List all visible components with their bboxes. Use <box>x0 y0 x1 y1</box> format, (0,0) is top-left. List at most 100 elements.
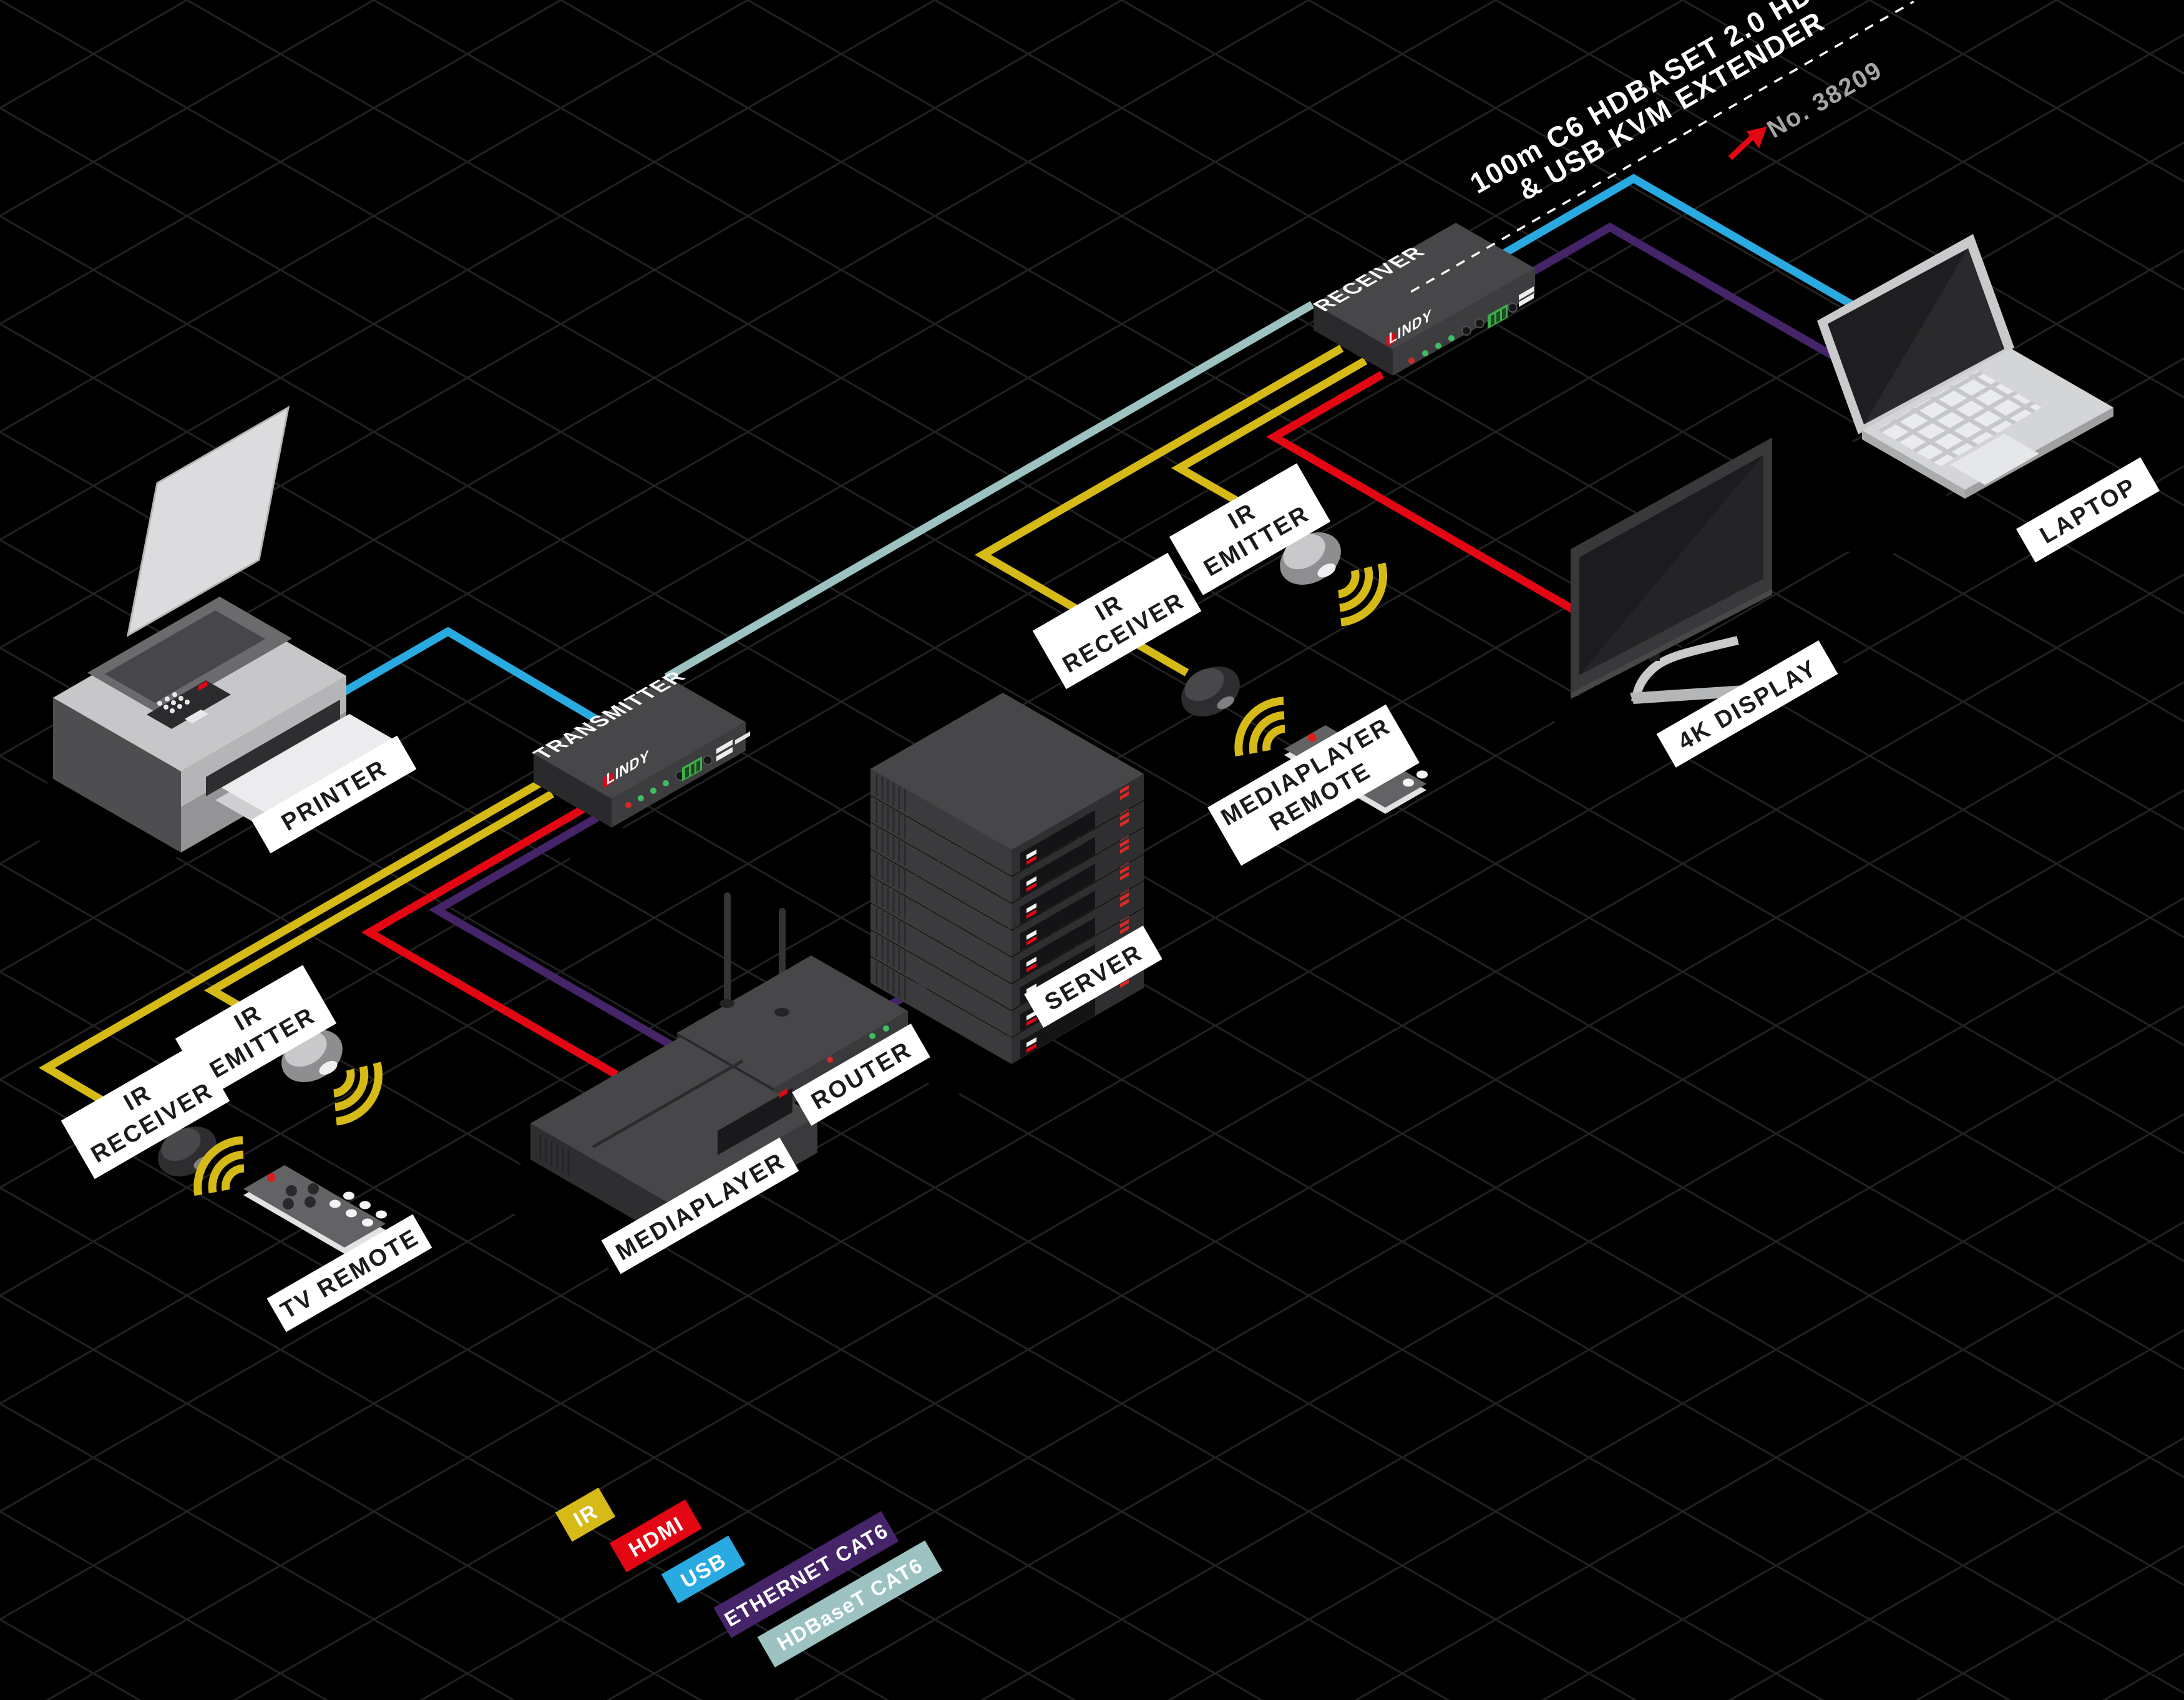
mediaplayer-front-panel <box>718 1088 792 1155</box>
flat-port <box>735 731 750 745</box>
usb-port <box>1519 293 1534 307</box>
grid-line <box>0 0 2059 1189</box>
jack-port <box>1508 303 1518 313</box>
grid-line <box>0 1402 515 1700</box>
ethernet-cable-router <box>428 814 680 1052</box>
grid-line <box>0 0 1872 1081</box>
led-green <box>1422 350 1428 356</box>
grid-line <box>0 1078 1076 1700</box>
grid-line <box>0 0 1498 865</box>
printer <box>53 406 399 852</box>
ir-emitter-mid-icon <box>1280 532 1341 585</box>
display-4k <box>1571 437 1772 704</box>
grid-line <box>1541 1329 2184 1700</box>
hdmi-cable-display <box>1266 371 1575 613</box>
mediaplayer-led <box>779 1088 787 1098</box>
transmitter-left-face <box>534 754 612 828</box>
ir-arcs-mid-emitter <box>1337 562 1388 627</box>
led-green <box>869 1033 875 1039</box>
ethernet-cable-laptop <box>1525 222 1848 367</box>
ir-signal-arcs <box>193 562 1388 1196</box>
router-top-face <box>677 955 908 1088</box>
grid-line <box>0 431 2184 1694</box>
display-stand-foot <box>1630 685 1747 704</box>
usb-cable-printer <box>338 627 600 724</box>
ir-receiver-mid-icon <box>1181 667 1240 716</box>
grid-line <box>607 789 2184 1700</box>
mediaplayer-vents <box>539 1135 570 1175</box>
grid-line <box>793 897 2184 1700</box>
printer-paper-sheet <box>126 406 290 637</box>
grid-line <box>0 0 1311 757</box>
tv-remote-icon <box>243 1165 387 1254</box>
laptop-base-edge-left <box>1862 431 1965 499</box>
terminal-slot <box>1496 311 1500 323</box>
printer-power-button <box>185 710 208 723</box>
server-top-face <box>870 693 1144 850</box>
grid-line <box>0 970 1264 1700</box>
grid-line <box>1307 0 2184 507</box>
printer-shadow <box>0 777 184 892</box>
remote-buttons <box>329 1191 387 1227</box>
antenna-base <box>719 999 734 1008</box>
hdbaset-cable <box>664 301 1315 681</box>
mediaplayer-left-face <box>530 1123 668 1239</box>
display-stand <box>1631 636 1739 703</box>
usb-port <box>716 747 733 761</box>
transmitter-top-face <box>534 677 746 799</box>
grid-line <box>0 1294 703 1700</box>
led-green <box>650 788 656 794</box>
usb-port <box>716 740 733 754</box>
hdmi-cable-mediaplayer <box>361 805 619 1078</box>
grid-line <box>980 1005 2184 1700</box>
receiver-left-face <box>1314 304 1393 376</box>
laptop <box>1817 234 2113 499</box>
part-no-arrow-shaft <box>1728 135 1754 160</box>
led-red <box>827 1057 833 1063</box>
laptop-screen-sheen <box>1864 248 2004 424</box>
led-red <box>1408 358 1415 364</box>
grid-line <box>232 573 2184 1700</box>
grid-line <box>0 107 2184 1370</box>
receiver-top-face <box>1314 223 1535 349</box>
usb-cable-laptop <box>1492 173 1868 316</box>
receiver: RECEIVER LINDY <box>1308 223 1535 376</box>
laptop-shadow <box>1766 396 1975 565</box>
transmitter: TRANSMITTER LINDY <box>528 668 750 828</box>
remote-led <box>267 1173 276 1182</box>
mediaplayer-top-slot <box>592 1059 744 1149</box>
grid-line <box>1728 1437 2184 1700</box>
laptop-base-edge-right <box>1965 408 2113 499</box>
jack-port <box>1475 318 1484 328</box>
laptop-keyboard <box>1877 371 2042 466</box>
grid-line <box>0 0 750 433</box>
grid-line <box>1167 1113 2184 1700</box>
server <box>869 693 1145 1065</box>
usb-port <box>1519 286 1534 300</box>
receiver-right-face <box>1393 268 1535 376</box>
printer-left-face <box>53 698 181 852</box>
printer-buttons <box>157 692 190 713</box>
display-screen-sheen <box>1579 455 1763 675</box>
grid-line <box>0 755 1637 1700</box>
led-red <box>625 802 631 808</box>
grid-line <box>0 647 1824 1700</box>
mediaplayer-top-face <box>530 1037 817 1203</box>
jack-port <box>703 755 713 765</box>
printer-tray-slot <box>105 610 265 703</box>
terminal-slot <box>1502 308 1506 320</box>
laptop-trackpad <box>1950 434 2039 485</box>
led-green <box>663 780 669 786</box>
ir-arcs-left-emitter <box>333 1062 383 1126</box>
grid-line <box>1493 0 2184 399</box>
grid-line <box>1680 0 2184 291</box>
led-green <box>1435 343 1441 349</box>
display-bottom-edge <box>1571 589 1772 699</box>
grid-line <box>185 0 2184 1155</box>
remote-led <box>1308 733 1317 742</box>
jack-port <box>1461 326 1471 336</box>
printer-output-slot <box>206 700 340 796</box>
legend-ir: IR <box>555 1487 616 1542</box>
